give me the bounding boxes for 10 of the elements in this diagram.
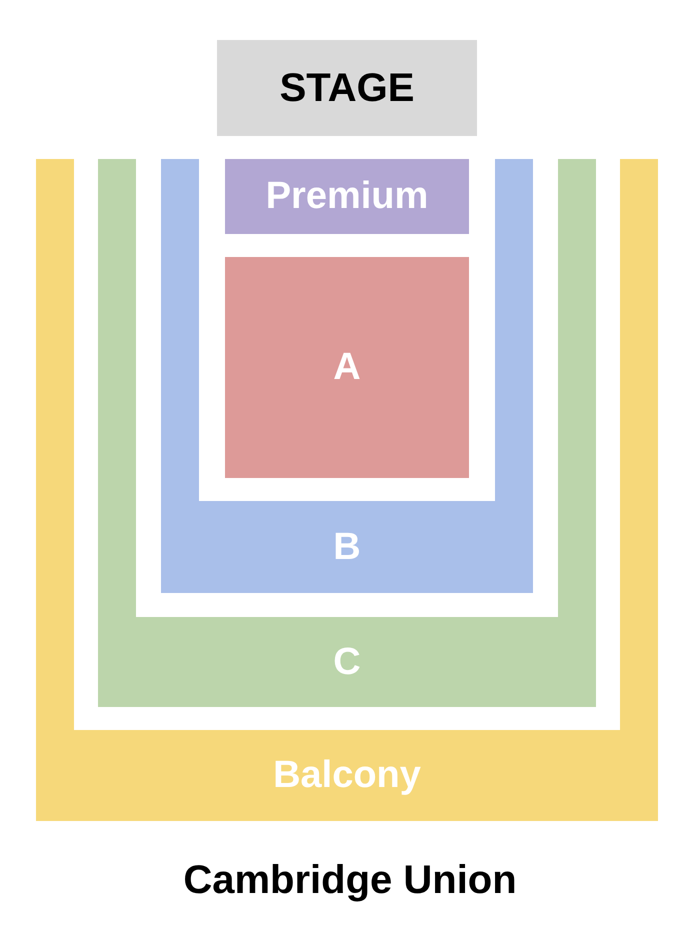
venue-caption: Cambridge Union bbox=[183, 858, 517, 902]
stage-label: STAGE bbox=[280, 66, 414, 110]
stage-area bbox=[217, 40, 477, 136]
section-label: C bbox=[333, 640, 361, 684]
section-label: A bbox=[333, 346, 361, 389]
section-label: Balcony bbox=[273, 754, 421, 797]
section-label: B bbox=[333, 526, 361, 568]
section-label: Premium bbox=[266, 175, 428, 218]
premium-section bbox=[225, 159, 469, 234]
seating-section bbox=[225, 257, 469, 478]
